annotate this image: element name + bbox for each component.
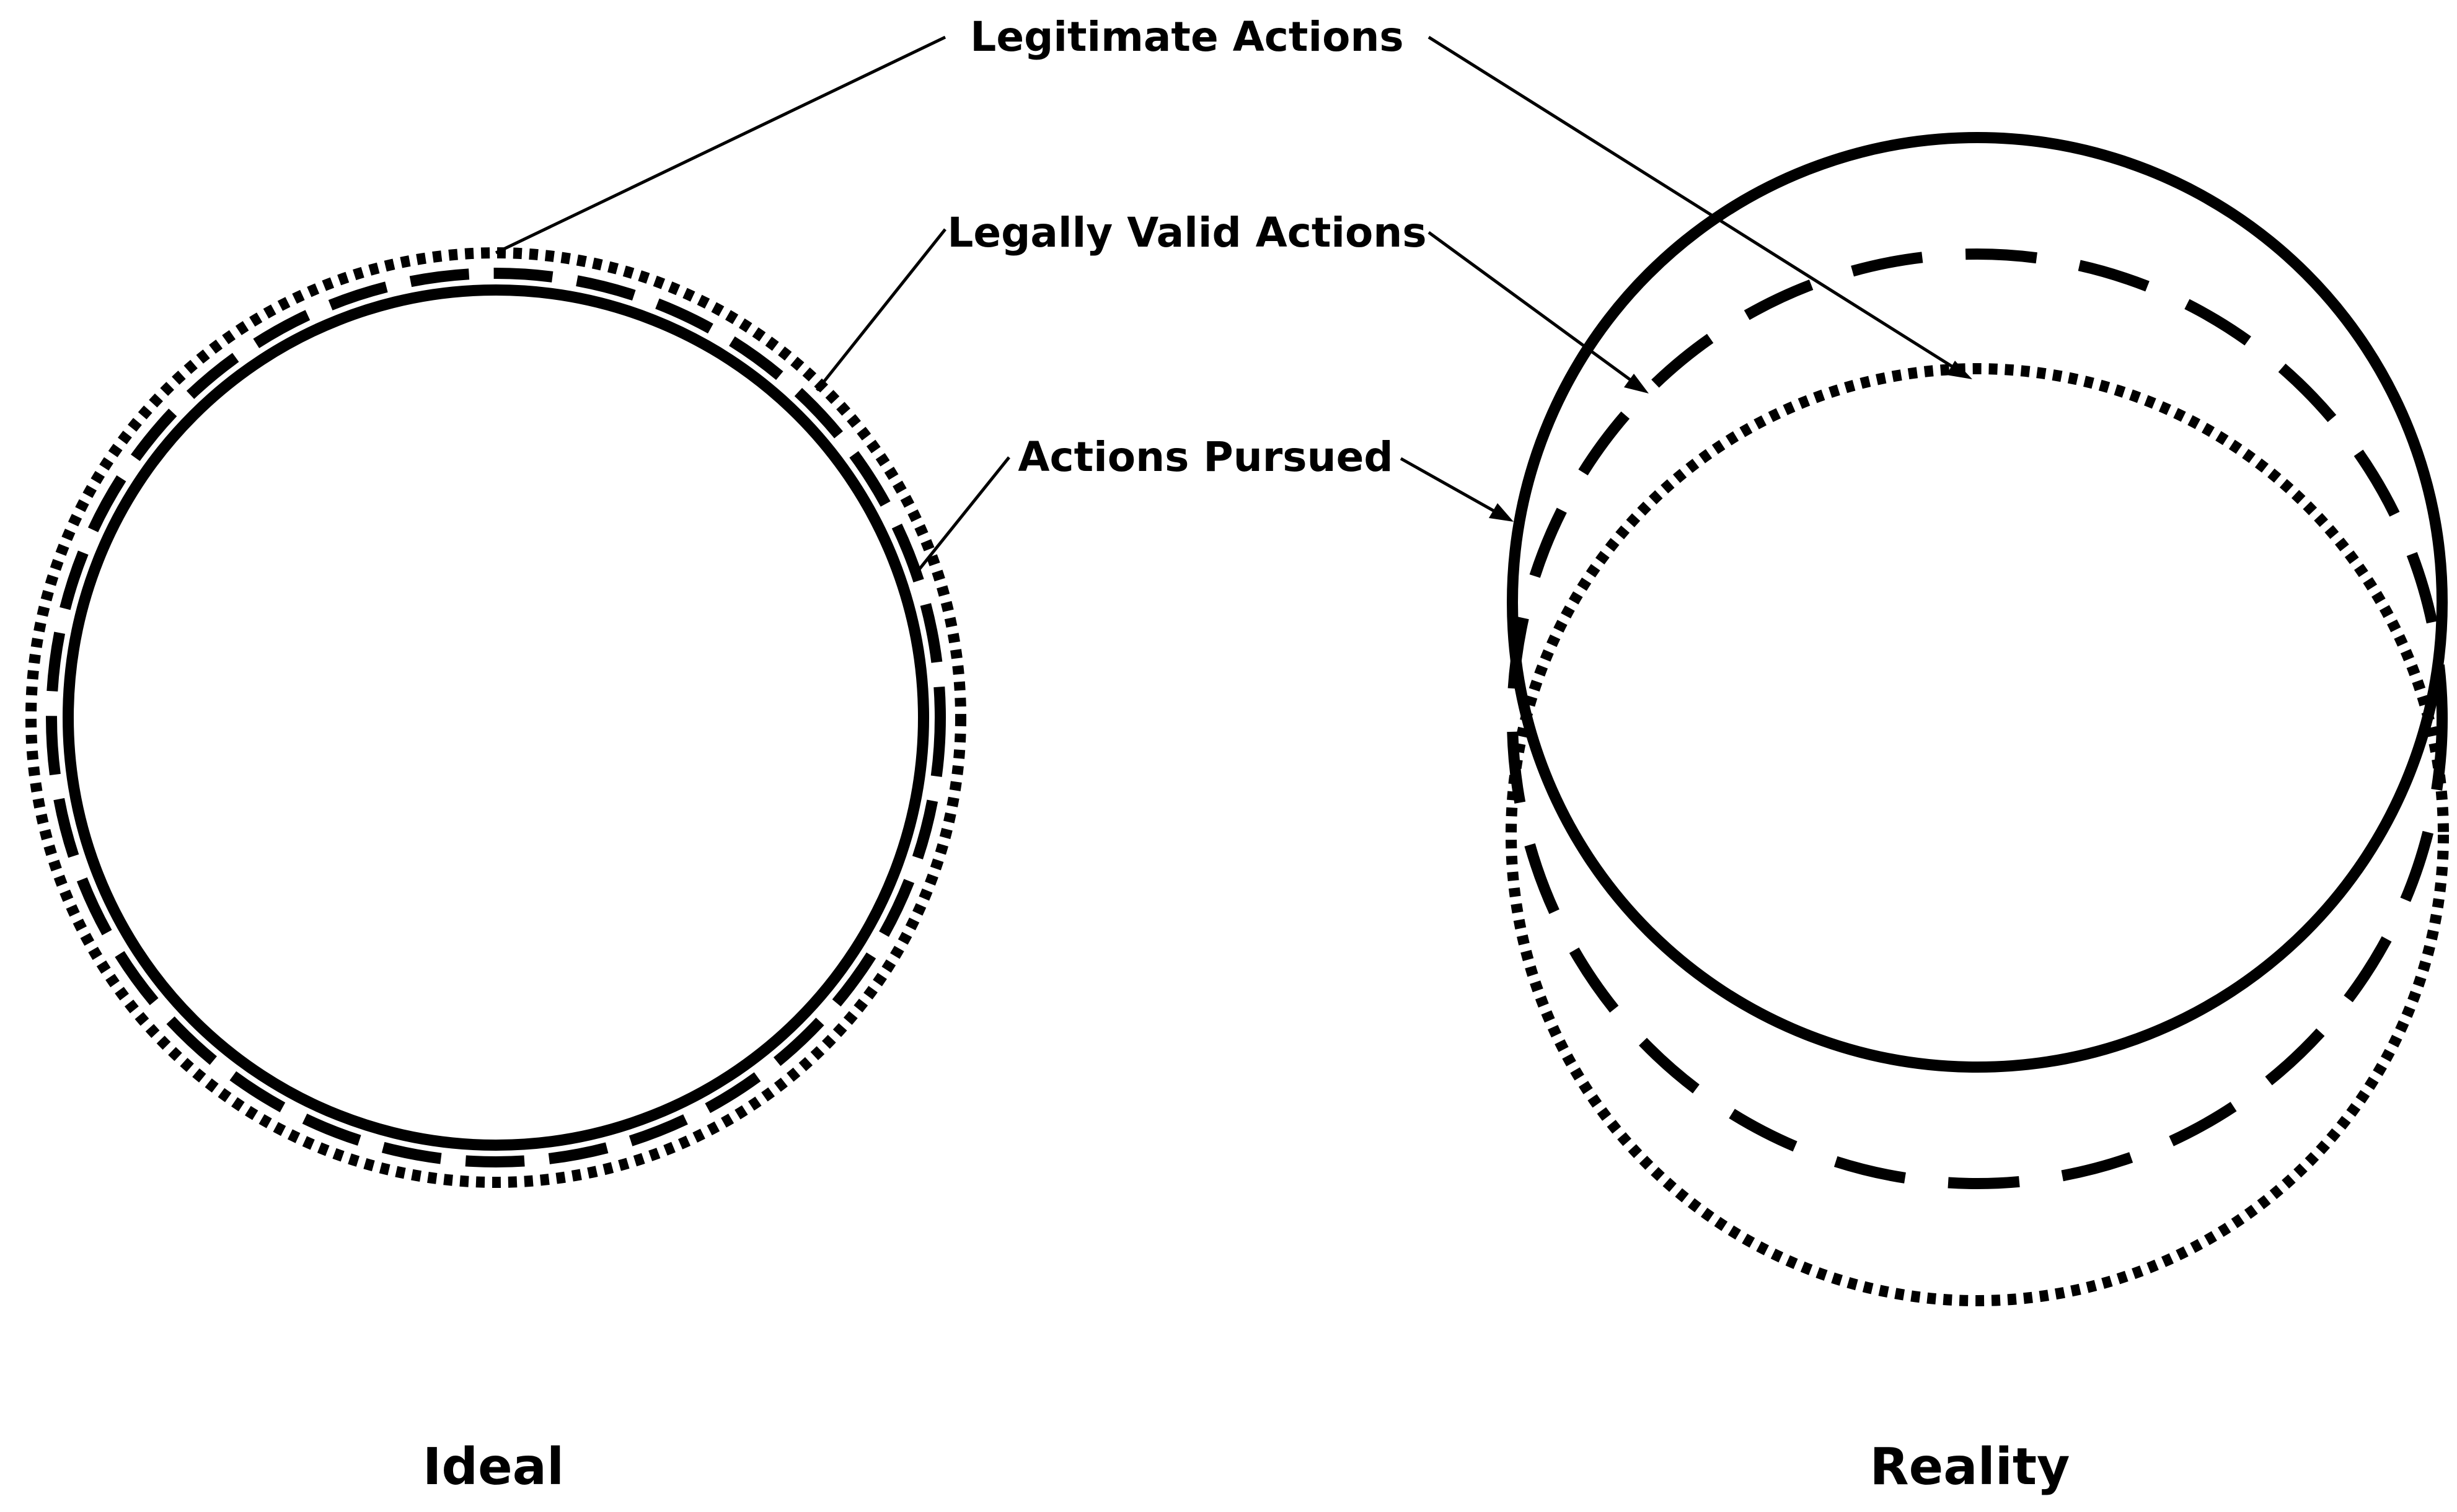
leader-legitimate-reality [1427, 35, 1960, 372]
arrowhead-legally-valid-reality [1624, 374, 1649, 393]
label-legitimate-actions: Legitimate Actions [970, 13, 1403, 61]
leader-legally-valid-ideal [816, 228, 946, 392]
label-legally-valid-actions: Legally Valid Actions [947, 209, 1426, 257]
caption-ideal: Ideal [423, 1438, 564, 1497]
reality-diagram [1506, 132, 2449, 1306]
ideal-legally-valid-circle [46, 268, 946, 1167]
ideal-diagram [25, 247, 966, 1188]
reality-pursued-circle [1507, 132, 2448, 1073]
arrowhead-legitimate-reality [1946, 361, 1972, 379]
leader-pursued-reality [1400, 457, 1501, 516]
leader-legitimate-ideal [495, 35, 946, 255]
callout-leaders [495, 35, 1972, 574]
leader-pursued-ideal [915, 456, 1010, 574]
leader-legally-valid-reality [1427, 231, 1638, 386]
reality-legitimate-circle [1506, 363, 2449, 1306]
arrowhead-pursued-reality [1489, 503, 1514, 522]
label-actions-pursued: Actions Pursued [1018, 433, 1393, 481]
ideal-legitimate-circle [25, 247, 966, 1188]
ideal-pursued-circle [63, 284, 929, 1151]
caption-reality: Reality [1870, 1438, 2070, 1497]
reality-legally-valid-circle [1507, 248, 2448, 1189]
